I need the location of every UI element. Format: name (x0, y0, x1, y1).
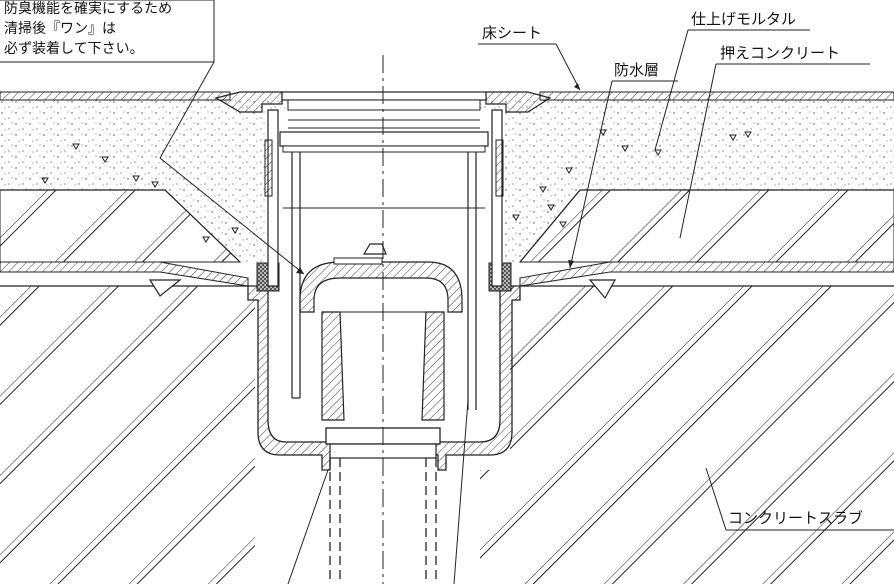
note-line-1: 防臭機能を確実にするため (4, 1, 172, 17)
svg-text:仕上げモルタル: 仕上げモルタル (691, 10, 796, 28)
label-waterproof-layer: 防水層 (568, 61, 678, 269)
drain-body (214, 91, 552, 471)
label-floor-sheet: 床シート (478, 24, 581, 91)
label-pressing-concrete: 押えコンクリート (679, 44, 870, 239)
concrete-slab (0, 189, 894, 584)
svg-text:押えコンクリート: 押えコンクリート (720, 44, 840, 62)
bottom-leaders (287, 399, 469, 584)
note-box: 防臭機能を確実にするため 清掃後『ワン』は 必ず装着して下さい。 (0, 0, 305, 275)
note-line-3: 必ず装着して下さい。 (4, 41, 144, 57)
finish-mortar-layer (0, 100, 894, 263)
label-concrete-slab: コンクリートスラブ (705, 467, 894, 531)
svg-text:床シート: 床シート (482, 24, 542, 42)
label-finish-mortar: 仕上げモルタル (654, 10, 810, 151)
svg-text:防水層: 防水層 (614, 61, 659, 79)
note-line-2: 清掃後『ワン』は (4, 20, 116, 37)
trap-bell (299, 243, 463, 421)
svg-text:コンクリートスラブ: コンクリートスラブ (728, 509, 863, 527)
